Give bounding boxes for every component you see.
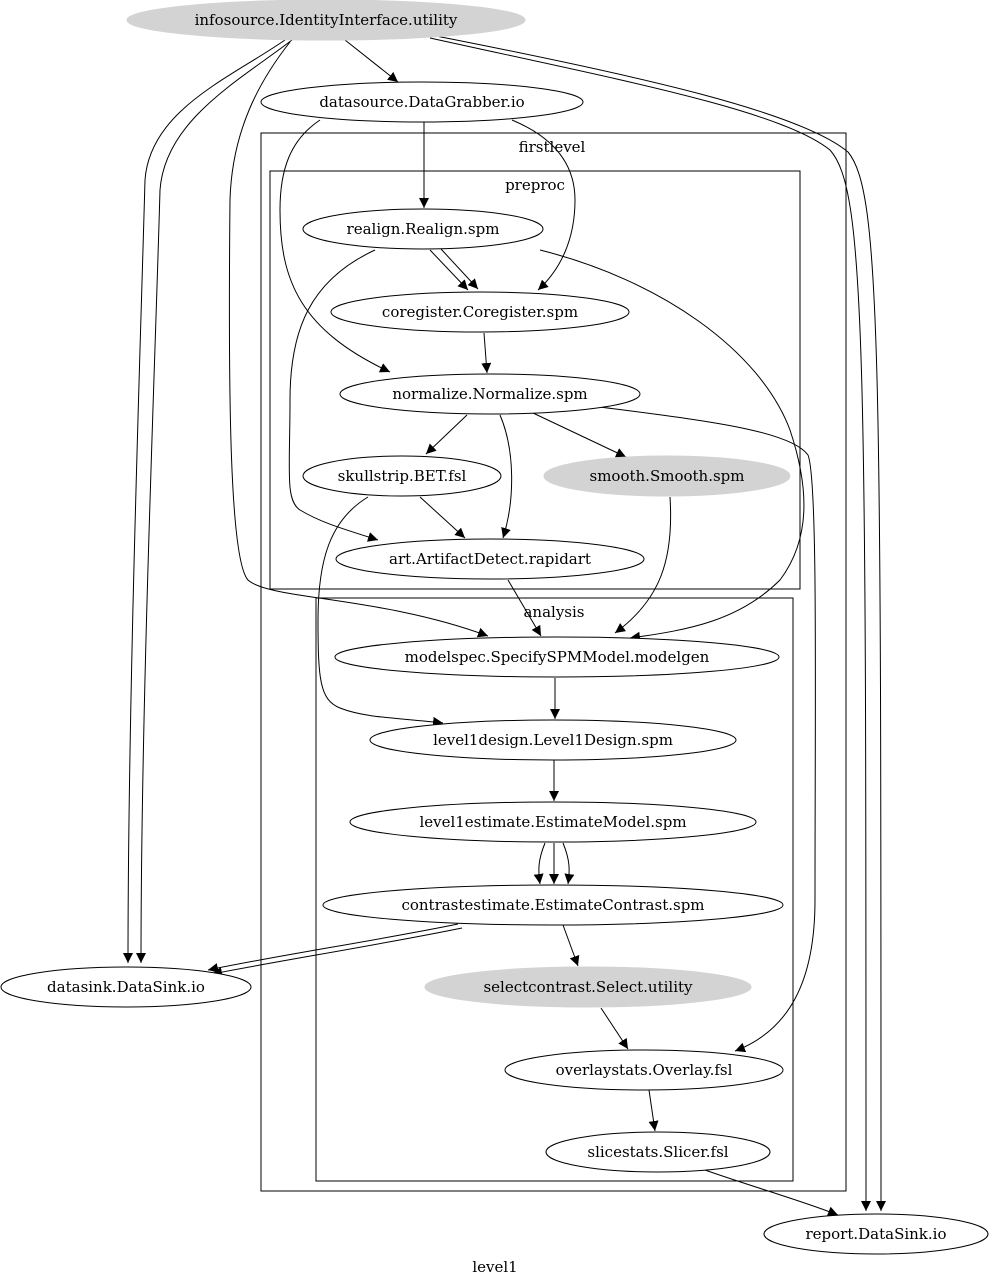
edge-level1estimate-contrastestimate: [533, 842, 546, 885]
edge-infosource-modelspec: [228, 41, 489, 638]
node-contrastestimate: contrastestimate.EstimateContrast.spm: [322, 884, 784, 926]
node-overlaystats: overlaystats.Overlay.fsl: [504, 1049, 784, 1091]
node-modelspec-label: modelspec.SpecifySPMModel.modelgen: [405, 648, 710, 666]
node-normalize: normalize.Normalize.spm: [339, 373, 641, 415]
edge-skullstrip-art: [419, 496, 466, 539]
node-level1estimate-label: level1estimate.EstimateModel.spm: [419, 813, 686, 831]
graph-title: level1: [472, 1258, 517, 1275]
node-smooth-label: smooth.Smooth.spm: [590, 467, 745, 485]
node-slicestats-label: slicestats.Slicer.fsl: [587, 1143, 728, 1161]
edge-infosource-datasink: [136, 39, 293, 964]
edge-skullstrip-level1design: [317, 496, 444, 727]
node-overlaystats-label: overlaystats.Overlay.fsl: [556, 1061, 733, 1079]
node-skullstrip-label: skullstrip.BET.fsl: [338, 467, 467, 485]
edge-realign-modelspec: [539, 249, 805, 642]
edge-art-modelspec: [507, 579, 542, 637]
node-datasource-label: datasource.DataGrabber.io: [319, 93, 524, 111]
edge-realign-coregister: [429, 249, 469, 291]
edge-contrastestimate-datasink: [211, 927, 463, 977]
edge-slicestats-report: [704, 1169, 839, 1216]
node-modelspec: modelspec.SpecifySPMModel.modelgen: [334, 636, 780, 678]
node-normalize-label: normalize.Normalize.spm: [392, 385, 587, 403]
edge-realign-coregister: [440, 248, 479, 290]
node-selectcontrast: selectcontrast.Select.utility: [424, 966, 752, 1008]
edge-realign-art: [288, 249, 379, 542]
cluster-preproc: preproc: [269, 170, 801, 590]
node-datasource: datasource.DataGrabber.io: [260, 81, 584, 123]
edge-normalize-smooth: [532, 412, 627, 458]
edge-infosource-report: [429, 37, 871, 1212]
edge-normalize-skullstrip: [425, 414, 468, 455]
node-slicestats: slicestats.Slicer.fsl: [545, 1131, 771, 1173]
node-coregister: coregister.Coregister.spm: [330, 291, 630, 333]
node-level1design: level1design.Level1Design.spm: [369, 719, 737, 761]
cluster-firstlevel: firstlevel: [260, 132, 847, 1192]
edge-smooth-modelspec: [614, 496, 672, 634]
node-datasink: datasink.DataSink.io: [0, 966, 252, 1008]
edge-coregister-normalize: [481, 332, 492, 374]
edge-contrastestimate-datasink: [207, 923, 459, 973]
node-contrastestimate-label: contrastestimate.EstimateContrast.spm: [401, 896, 704, 914]
node-level1design-label: level1design.Level1Design.spm: [433, 731, 673, 749]
edge-infosource-report: [435, 35, 886, 1212]
cluster-analysis-label: analysis: [523, 603, 584, 621]
edge-normalize-art: [499, 414, 513, 539]
node-art: art.ArtifactDetect.rapidart: [335, 538, 645, 580]
edge-infosource-datasink: [123, 39, 286, 964]
cluster-analysis: analysis: [315, 597, 794, 1182]
edges: [123, 35, 886, 1216]
cluster-firstlevel-label: firstlevel: [519, 138, 586, 156]
edge-level1estimate-contrastestimate: [562, 842, 575, 885]
cluster-preproc-label: preproc: [505, 176, 565, 194]
edge-datasource-normalize: [279, 119, 391, 373]
edge-normalize-overlaystats: [599, 406, 816, 1053]
node-level1estimate: level1estimate.EstimateModel.spm: [349, 801, 757, 843]
node-infosource: infosource.IdentityInterface.utility: [126, 0, 526, 41]
node-coregister-label: coregister.Coregister.spm: [382, 303, 578, 321]
node-report-label: report.DataSink.io: [805, 1225, 946, 1243]
edge-selectcontrast-overlaystats: [600, 1007, 629, 1050]
edge-datasource-coregister: [511, 119, 576, 291]
node-realign: realign.Realign.spm: [302, 208, 544, 250]
node-art-label: art.ArtifactDetect.rapidart: [389, 550, 591, 568]
node-skullstrip: skullstrip.BET.fsl: [302, 455, 502, 497]
node-selectcontrast-label: selectcontrast.Select.utility: [483, 978, 693, 996]
node-infosource-label: infosource.IdentityInterface.utility: [195, 11, 458, 29]
node-datasink-label: datasink.DataSink.io: [47, 978, 205, 996]
node-realign-label: realign.Realign.spm: [347, 220, 500, 238]
node-report: report.DataSink.io: [763, 1213, 989, 1255]
edge-contrastestimate-selectcontrast: [562, 924, 580, 967]
edge-infosource-datasource: [344, 39, 399, 83]
node-smooth: smooth.Smooth.spm: [543, 455, 791, 497]
edge-overlaystats-slicestats: [648, 1089, 659, 1132]
